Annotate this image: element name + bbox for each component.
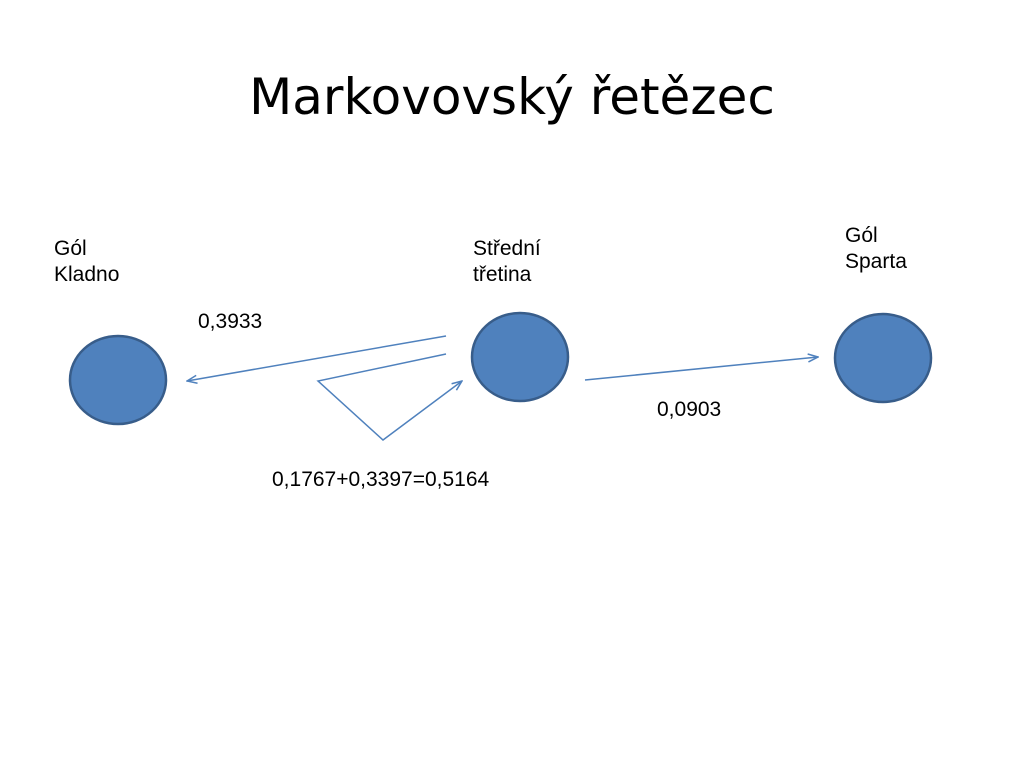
state-label-line: Gól bbox=[54, 237, 87, 260]
probability-self-loop: 0,1767+0,3397=0,5164 bbox=[272, 468, 490, 491]
state-node-gol-kladno bbox=[68, 334, 168, 426]
state-label-line: Kladno bbox=[54, 263, 120, 286]
state-label-gol-kladno: Gól Kladno bbox=[54, 236, 119, 288]
arrow-self-loop bbox=[316, 353, 462, 441]
slide-title: Markovovský řetězec bbox=[249, 68, 775, 126]
state-node-gol-sparta bbox=[833, 312, 933, 404]
arrow-to-sparta bbox=[584, 357, 818, 381]
state-label-line: Gól bbox=[845, 224, 878, 247]
state-node-stredni-tretina bbox=[470, 311, 570, 403]
probability-to-kladno: 0,3933 bbox=[198, 310, 263, 333]
arrow-to-kladno bbox=[187, 335, 447, 381]
probability-to-sparta: 0,0903 bbox=[657, 398, 722, 421]
state-label-stredni-tretina: Střední třetina bbox=[473, 236, 541, 288]
state-label-line: Sparta bbox=[845, 250, 907, 273]
state-label-line: třetina bbox=[473, 263, 532, 286]
state-label-line: Střední bbox=[473, 237, 541, 260]
state-label-gol-sparta: Gól Sparta bbox=[845, 223, 907, 275]
